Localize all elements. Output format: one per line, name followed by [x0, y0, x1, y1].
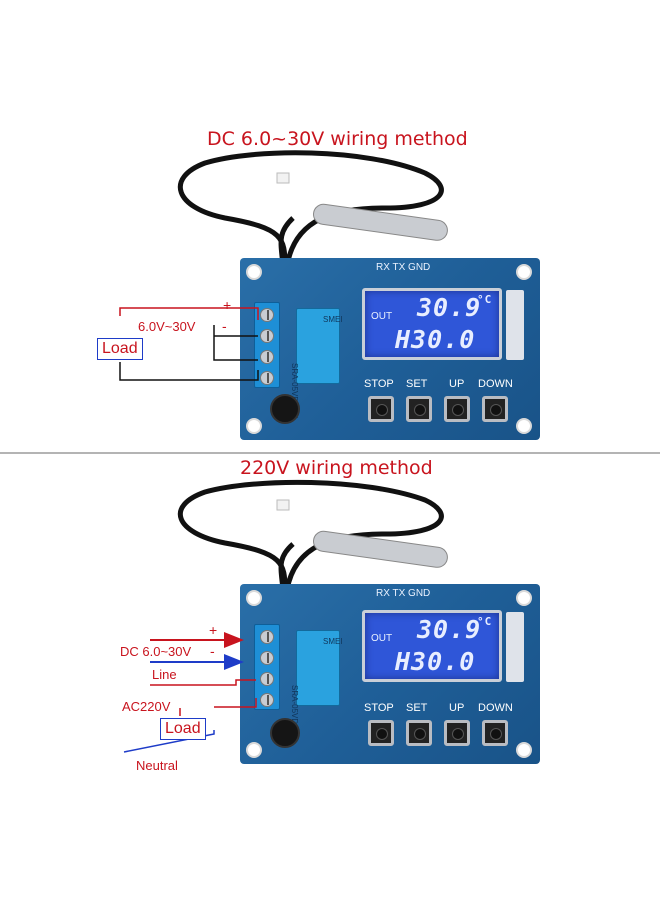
buzzer	[270, 394, 300, 424]
down-label: DOWN	[478, 378, 513, 390]
bottom-line-label: Line	[152, 667, 177, 682]
lcd-bezel	[506, 612, 524, 682]
top-title: DC 6.0~30V wiring method	[207, 128, 468, 150]
stop-label: STOP	[364, 702, 394, 714]
lcd-setpoint: H30.0	[395, 325, 476, 354]
probe-cable-top	[177, 150, 448, 267]
lcd-temperature: 30.9	[417, 615, 482, 644]
up-label: UP	[449, 378, 465, 390]
stop-button[interactable]	[368, 720, 394, 746]
bottom-minus: -	[210, 643, 215, 659]
down-button[interactable]	[482, 396, 508, 422]
bottom-ac-label: AC220V	[122, 699, 171, 714]
up-label: UP	[449, 702, 465, 714]
lcd-bezel	[506, 290, 524, 360]
bottom-plus: +	[209, 622, 218, 638]
set-label: SET	[406, 702, 428, 714]
top-wiring	[119, 307, 259, 381]
controller-board-top: RX TX GND SRA-05VDC-CL SMEI OUT 30.9 °C …	[240, 258, 540, 440]
lcd-display: OUT 30.9 °C H30.0	[362, 610, 502, 682]
bottom-dc-label: DC 6.0~30V	[120, 644, 192, 659]
bottom-wiring	[123, 632, 257, 753]
screw-terminal	[254, 624, 280, 710]
top-minus: -	[222, 318, 227, 334]
relay-brand: SMEI	[323, 637, 343, 646]
set-button[interactable]	[406, 720, 432, 746]
relay: SRA-05VDC-CL SMEI	[290, 308, 343, 421]
top-plus: +	[223, 297, 232, 313]
controller-board-bottom: RX TX GND SRA-05VDC-CL SMEI OUT 30.9 °C …	[240, 584, 540, 764]
top-load-box: Load	[97, 338, 143, 360]
mount-hole	[246, 742, 262, 758]
bottom-neutral-label: Neutral	[136, 758, 178, 773]
relay-brand: SMEI	[323, 315, 343, 324]
mount-hole	[516, 264, 532, 280]
top-voltage-label: 6.0V~30V	[138, 319, 196, 334]
stop-label: STOP	[364, 378, 394, 390]
lcd-display: OUT 30.9 °C H30.0	[362, 288, 502, 360]
set-label: SET	[406, 378, 428, 390]
serial-header-label: RX TX GND	[376, 588, 431, 599]
set-button[interactable]	[406, 396, 432, 422]
mount-hole	[516, 742, 532, 758]
lcd-temperature: 30.9	[417, 293, 482, 322]
down-button[interactable]	[482, 720, 508, 746]
bottom-load-box: Load	[160, 718, 206, 740]
lcd-unit: °C	[477, 615, 493, 628]
mount-hole	[516, 590, 532, 606]
mount-hole	[246, 418, 262, 434]
up-button[interactable]	[444, 396, 470, 422]
stop-button[interactable]	[368, 396, 394, 422]
section-divider	[0, 452, 660, 454]
lcd-setpoint: H30.0	[395, 647, 476, 676]
lcd-out-label: OUT	[371, 311, 393, 322]
probe-cable-bottom	[177, 479, 448, 591]
lcd-out-label: OUT	[371, 633, 393, 644]
up-button[interactable]	[444, 720, 470, 746]
mount-hole	[246, 264, 262, 280]
bottom-title: 220V wiring method	[240, 457, 433, 479]
serial-header-label: RX TX GND	[376, 262, 431, 273]
mount-hole	[516, 418, 532, 434]
mount-hole	[246, 590, 262, 606]
lcd-unit: °C	[477, 293, 493, 306]
down-label: DOWN	[478, 702, 513, 714]
relay: SRA-05VDC-CL SMEI	[290, 630, 343, 743]
buzzer	[270, 718, 300, 748]
